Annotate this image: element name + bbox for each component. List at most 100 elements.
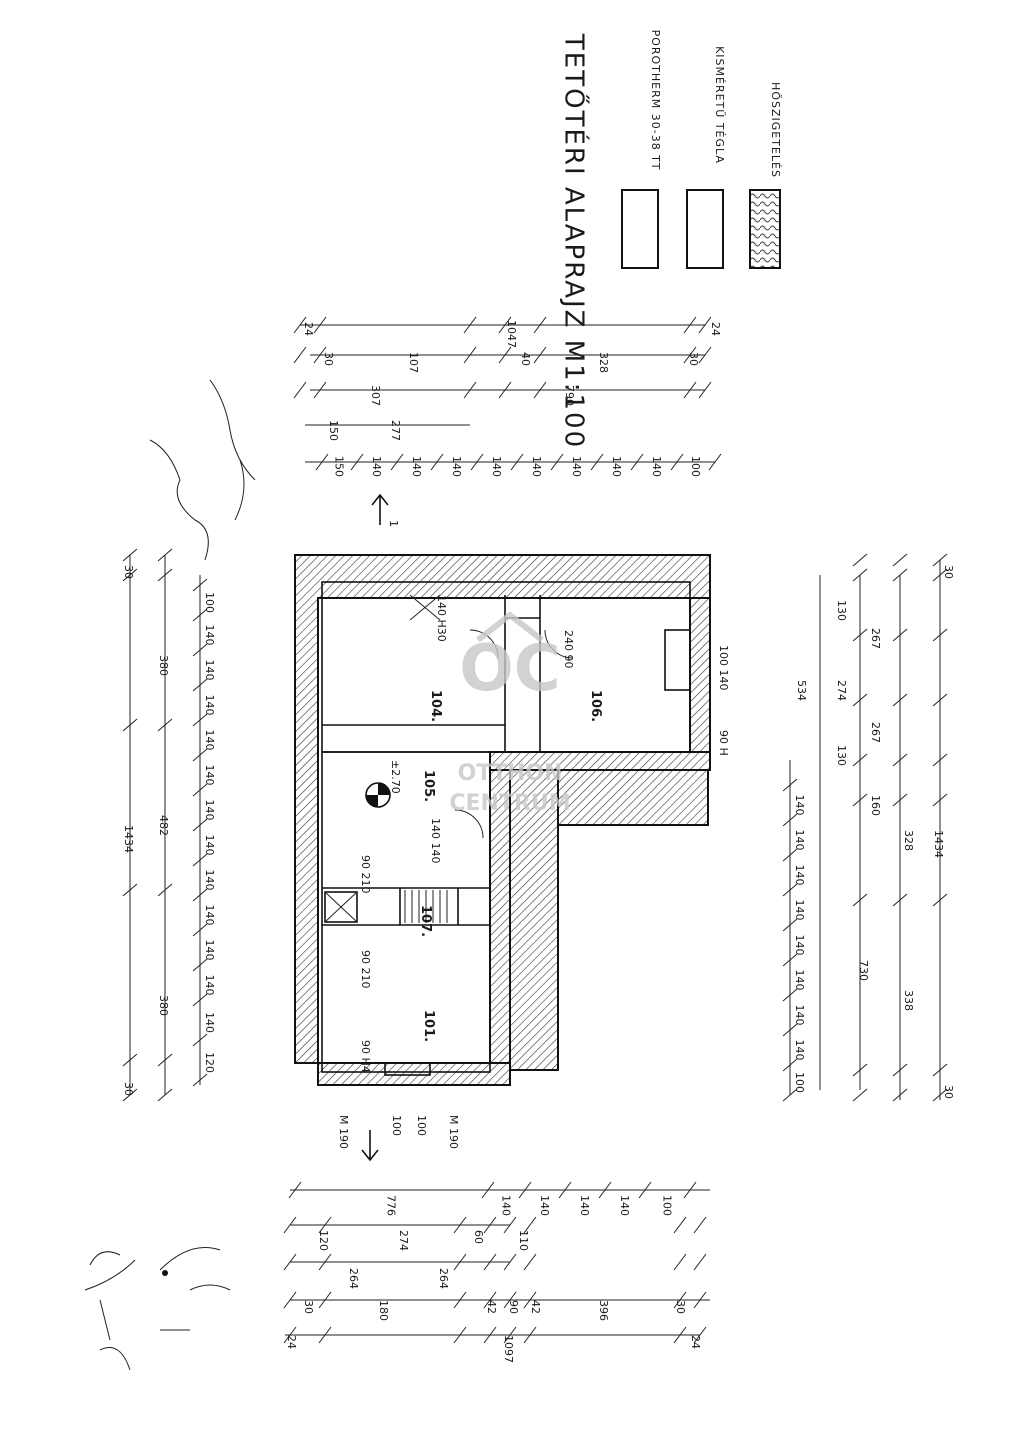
dimension-tick (892, 553, 908, 567)
bottom-dim-110: 110 (517, 1230, 530, 1251)
left-dim-tick-2: 140 (203, 660, 216, 681)
right-dim-328: 328 (902, 830, 915, 851)
left-dim-30b: 30 (122, 1082, 135, 1096)
right-dim-tick-4: 140 (793, 935, 806, 956)
top-dim-328: 328 (597, 352, 610, 373)
dimension-tick (192, 818, 208, 832)
outer-wall-top (294, 554, 711, 1064)
legend-swatch-porotherm (621, 189, 659, 269)
dimension-tick (192, 993, 208, 1007)
dimension-tick (698, 346, 712, 364)
legend: POROTHERM 30-38 TT KISMÉRETŰ TÉGLA HŐSZI… (621, 30, 783, 269)
dimension-tick (892, 793, 908, 807)
dimension-tick (283, 1253, 297, 1271)
dimension-tick (523, 1291, 537, 1309)
top-dim-107: 107 (407, 352, 420, 373)
dimension-tick (503, 1216, 517, 1234)
right-dim-tick-7: 140 (793, 1040, 806, 1061)
dimension-tick (483, 1216, 497, 1234)
left-dim-tick-10: 140 (203, 940, 216, 961)
left-dim-tick-12: 140 (203, 1012, 216, 1033)
dimension-tick (892, 893, 908, 907)
svg-text:1: 1 (387, 520, 400, 527)
dimension-tick (318, 1291, 332, 1309)
left-dim-tick-8: 140 (203, 870, 216, 891)
dimension-tick (483, 1326, 497, 1344)
top-dim-1047: 1047 (505, 320, 518, 348)
dimension-tick (533, 346, 547, 364)
bottom-dim-row5-4: 140 (618, 1195, 631, 1216)
dimension-tick (698, 316, 712, 334)
dimension-tick (598, 1181, 612, 1199)
dimension-tick (122, 883, 138, 897)
right-opening-labels: 100 140 90 H (717, 645, 730, 756)
dimension-tick (453, 1291, 467, 1309)
dimension-tick (782, 918, 798, 932)
left-dim-tick-1: 140 (203, 625, 216, 646)
bottom-opening-m190b: M 190 (447, 1115, 460, 1149)
opening-label-4: 140 140 (429, 818, 442, 864)
right-dim-1434: 1434 (932, 830, 945, 858)
dimension-tick (892, 1063, 908, 1077)
dimension-tick (318, 1216, 332, 1234)
room-107: 107. (418, 905, 433, 937)
right-dim-160: 160 (869, 795, 882, 816)
legend-label-insulation: HŐSZIGETELÉS (769, 82, 783, 178)
dimension-tick (932, 553, 948, 567)
dimension-tick (693, 1326, 707, 1344)
dimension-tick (852, 568, 868, 582)
bottom-dim-90: 90 (507, 1300, 520, 1314)
legend-label-brick: KISMÉRETŰ TÉGLA (713, 46, 727, 164)
bottom-dim-24a: 24 (285, 1335, 298, 1349)
dimension-tick (782, 848, 798, 862)
room-101: 101. (421, 1010, 436, 1042)
left-dim-1434: 1434 (122, 825, 135, 853)
dimension-tick (315, 453, 329, 471)
dimension-tick (638, 1181, 652, 1199)
dimension-tick (510, 453, 524, 471)
dimension-tick (283, 1291, 297, 1309)
dimension-tick (318, 1326, 332, 1344)
dimension-tick (932, 1088, 948, 1102)
dimension-tick (503, 1253, 517, 1271)
opening-label-1: 90 H4 (359, 1040, 372, 1073)
dimension-tick (782, 1023, 798, 1037)
legend-swatch-insulation (749, 189, 781, 269)
dimension-tick (852, 893, 868, 907)
watermark-text-2: CENTRUM (449, 791, 570, 816)
dimension-tick (157, 718, 173, 732)
right-dim-267a: 267 (869, 628, 882, 649)
bottom-dim-264a: 264 (347, 1268, 360, 1289)
right-dim-338: 338 (902, 990, 915, 1011)
dimension-tick (157, 548, 173, 562)
left-dim-tick-7: 140 (203, 835, 216, 856)
dimension-tick (852, 1088, 868, 1102)
dimension-tick (192, 608, 208, 622)
dimension-tick (288, 1181, 302, 1199)
watermark-text-1: OTTHON (458, 761, 563, 786)
dimension-tick (708, 453, 722, 471)
inner-boundary-lower (321, 751, 491, 1073)
dimension-tick (932, 568, 948, 582)
dimension-tick (523, 1216, 537, 1234)
dimension-tick (852, 693, 868, 707)
right-dim-30a: 30 (942, 565, 955, 579)
dimension-tick (313, 346, 327, 364)
dimension-tick (192, 923, 208, 937)
floor-plan: 104. 105. 106. 107. 101. ±2.70 90 H4 90 … (294, 554, 711, 1086)
right-dim-730: 730 (857, 960, 870, 981)
bottom-opening-100b: 100 (415, 1115, 428, 1136)
right-dim-130b: 130 (835, 745, 848, 766)
right-dim-267b: 267 (869, 722, 882, 743)
left-dim-tick-5: 140 (203, 765, 216, 786)
watermark: OC OTTHON CENTRUM (449, 611, 571, 816)
top-dim-30b: 30 (687, 352, 700, 366)
dimension-tick (698, 381, 712, 399)
bottom-dim-274: 274 (397, 1230, 410, 1251)
dimension-tick (192, 1033, 208, 1047)
left-dim-tick-3: 140 (203, 695, 216, 716)
dimension-tick (550, 453, 564, 471)
dimension-tick (157, 568, 173, 582)
